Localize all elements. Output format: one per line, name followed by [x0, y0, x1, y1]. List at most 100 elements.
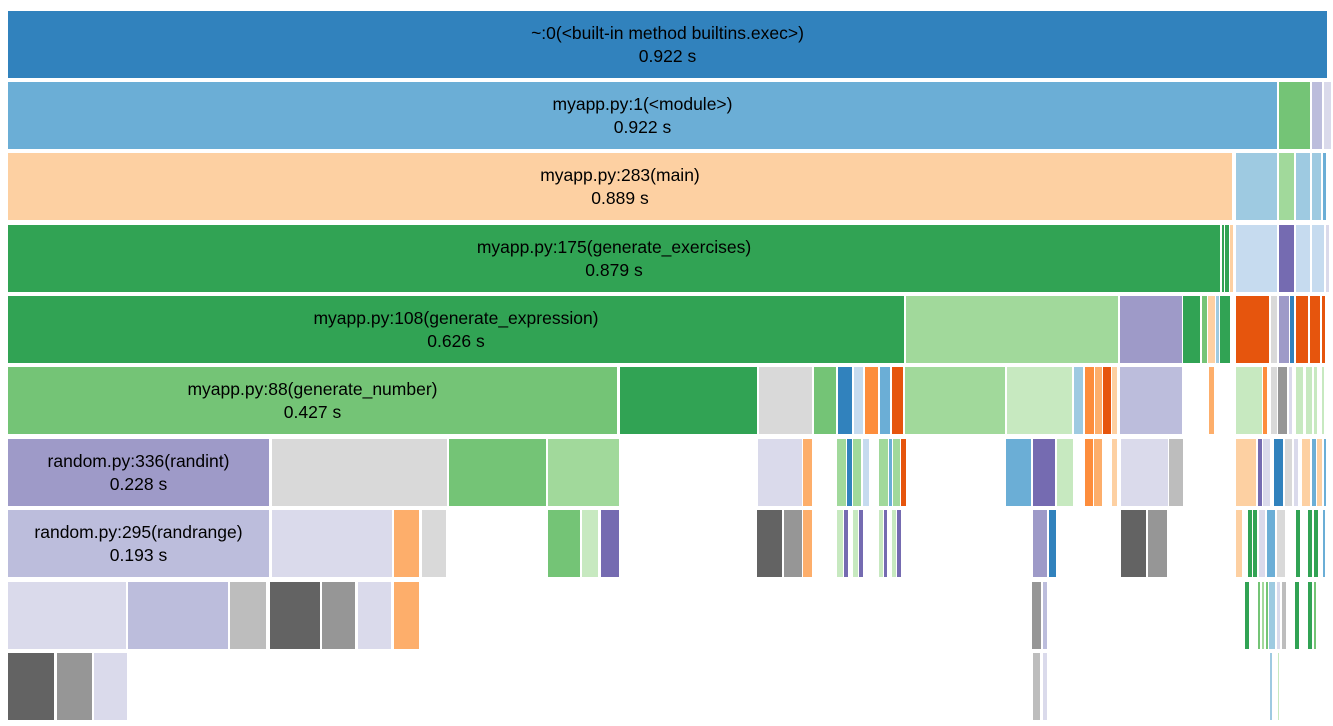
frame-block[interactable]	[1120, 367, 1182, 434]
frame-block[interactable]	[1095, 367, 1102, 434]
frame-block[interactable]	[230, 582, 266, 649]
frame-block[interactable]	[582, 510, 598, 577]
frame-block[interactable]	[1220, 296, 1230, 363]
frame-block[interactable]	[601, 510, 619, 577]
frame-block[interactable]	[863, 439, 869, 506]
frame-block[interactable]	[1279, 225, 1294, 292]
frame-block[interactable]	[1296, 367, 1303, 434]
frame-block[interactable]	[893, 439, 900, 506]
frame-block-labeled[interactable]: myapp.py:88(generate_number)0.427 s	[8, 367, 617, 434]
frame-block[interactable]	[1269, 582, 1275, 649]
frame-block[interactable]	[620, 367, 757, 434]
frame-block[interactable]	[879, 439, 888, 506]
frame-block[interactable]	[1169, 439, 1183, 506]
frame-block[interactable]	[1290, 296, 1294, 363]
frame-block[interactable]	[1236, 367, 1262, 434]
frame-block[interactable]	[1032, 582, 1041, 649]
frame-block[interactable]	[1322, 296, 1325, 363]
frame-block-labeled[interactable]: myapp.py:175(generate_exercises)0.879 s	[8, 225, 1220, 292]
frame-block[interactable]	[758, 439, 802, 506]
frame-block[interactable]	[1236, 439, 1256, 506]
frame-block[interactable]	[1085, 367, 1094, 434]
frame-block[interactable]	[1277, 582, 1280, 649]
frame-block[interactable]	[548, 439, 619, 506]
frame-block[interactable]	[837, 510, 843, 577]
frame-block[interactable]	[814, 367, 836, 434]
frame-block[interactable]	[880, 367, 890, 434]
frame-block-labeled[interactable]: myapp.py:283(main)0.889 s	[8, 153, 1232, 220]
frame-block[interactable]	[1277, 510, 1285, 577]
frame-block[interactable]	[1033, 653, 1040, 720]
frame-block[interactable]	[1103, 367, 1111, 434]
frame-block[interactable]	[8, 582, 126, 649]
frame-block[interactable]	[1006, 439, 1031, 506]
frame-block[interactable]	[1294, 439, 1298, 506]
frame-block[interactable]	[1263, 439, 1270, 506]
frame-block[interactable]	[1296, 225, 1310, 292]
frame-block[interactable]	[1323, 510, 1325, 577]
frame-block[interactable]	[838, 367, 852, 434]
frame-block[interactable]	[1148, 510, 1167, 577]
frame-block[interactable]	[1310, 296, 1320, 363]
frame-block[interactable]	[1183, 296, 1200, 363]
frame-block[interactable]	[1121, 439, 1168, 506]
frame-block[interactable]	[1043, 653, 1047, 720]
frame-block[interactable]	[1296, 296, 1308, 363]
frame-block-labeled[interactable]: myapp.py:1(<module>)0.922 s	[8, 82, 1277, 149]
frame-block[interactable]	[1295, 582, 1299, 649]
frame-block[interactable]	[1074, 367, 1083, 434]
frame-block[interactable]	[1236, 296, 1269, 363]
frame-block[interactable]	[1236, 225, 1277, 292]
frame-block[interactable]	[8, 653, 54, 720]
frame-block[interactable]	[892, 510, 896, 577]
frame-block[interactable]	[1043, 582, 1047, 649]
frame-block[interactable]	[803, 439, 812, 506]
frame-block[interactable]	[1279, 296, 1289, 363]
frame-block[interactable]	[1236, 510, 1242, 577]
frame-block[interactable]	[1085, 439, 1093, 506]
frame-block[interactable]	[1057, 439, 1073, 506]
frame-block[interactable]	[1323, 153, 1326, 220]
frame-block[interactable]	[1094, 439, 1102, 506]
frame-block[interactable]	[1312, 225, 1324, 292]
frame-block[interactable]	[1258, 439, 1262, 506]
frame-block[interactable]	[1253, 510, 1257, 577]
frame-block[interactable]	[1033, 510, 1047, 577]
frame-block[interactable]	[57, 653, 92, 720]
frame-block[interactable]	[1216, 296, 1219, 363]
frame-block[interactable]	[757, 510, 782, 577]
frame-block[interactable]	[1324, 82, 1331, 149]
frame-block[interactable]	[1245, 582, 1249, 649]
frame-block[interactable]	[1259, 510, 1265, 577]
frame-block[interactable]	[1306, 367, 1312, 434]
frame-block[interactable]	[897, 510, 901, 577]
frame-block[interactable]	[1312, 82, 1322, 149]
frame-block[interactable]	[548, 510, 580, 577]
frame-block-labeled[interactable]: random.py:295(randrange)0.193 s	[8, 510, 269, 577]
frame-block[interactable]	[1208, 296, 1215, 363]
frame-block-labeled[interactable]: myapp.py:108(generate_expression)0.626 s	[8, 296, 904, 363]
frame-block[interactable]	[837, 439, 846, 506]
frame-block[interactable]	[784, 510, 802, 577]
frame-block[interactable]	[1324, 439, 1326, 506]
frame-block[interactable]	[803, 510, 812, 577]
frame-block[interactable]	[906, 296, 1118, 363]
frame-block[interactable]	[1274, 439, 1283, 506]
frame-block[interactable]	[128, 582, 228, 649]
frame-block[interactable]	[1312, 153, 1321, 220]
frame-block[interactable]	[1236, 153, 1277, 220]
frame-block[interactable]	[1278, 653, 1279, 720]
frame-block[interactable]	[394, 510, 419, 577]
frame-block[interactable]	[1285, 439, 1292, 506]
frame-block[interactable]	[853, 510, 858, 577]
frame-block[interactable]	[449, 439, 546, 506]
frame-block[interactable]	[1007, 367, 1072, 434]
frame-block[interactable]	[1296, 510, 1300, 577]
frame-block[interactable]	[1225, 225, 1229, 292]
frame-block[interactable]	[1278, 367, 1287, 434]
frame-block[interactable]	[889, 439, 892, 506]
frame-block[interactable]	[1270, 653, 1272, 720]
frame-block[interactable]	[1267, 510, 1275, 577]
frame-block[interactable]	[358, 582, 391, 649]
frame-block[interactable]	[854, 367, 863, 434]
